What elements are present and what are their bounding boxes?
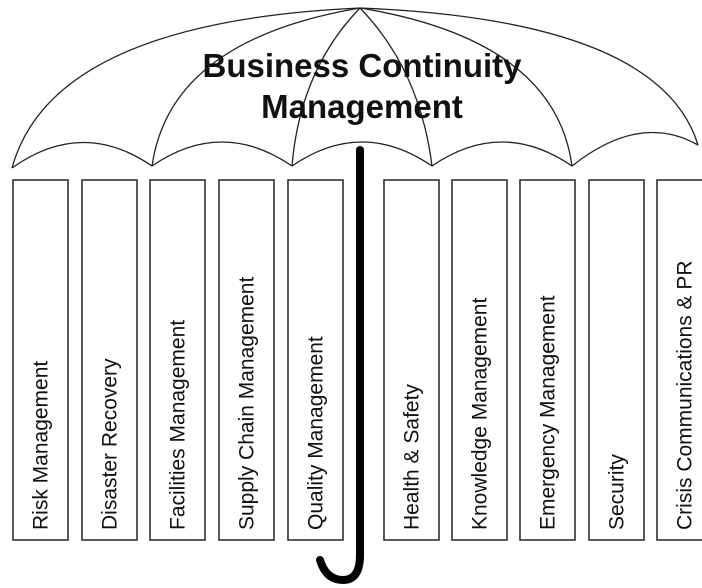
umbrella-handle-icon bbox=[316, 146, 364, 585]
pillar-box bbox=[451, 179, 508, 541]
canopy-scallops bbox=[11, 131, 699, 169]
pillar-box bbox=[12, 179, 69, 541]
pillar-box bbox=[519, 179, 576, 541]
pillars-group: Risk Management Disaster Recovery Faciliti… bbox=[12, 179, 702, 541]
umbrella-canopy-icon bbox=[11, 7, 699, 169]
canopy-rib bbox=[359, 7, 433, 167]
diagram-title-line1: Business Continuity bbox=[202, 47, 522, 84]
canopy-rib bbox=[151, 7, 361, 167]
pillar-label: Quality Management bbox=[305, 336, 328, 530]
diagram-title-line2: Management bbox=[261, 88, 463, 125]
pillar-box bbox=[218, 179, 275, 541]
pillar-label: Supply Chain Management bbox=[236, 277, 259, 530]
pillar-label: Emergency Management bbox=[537, 295, 560, 530]
pillar-label: Knowledge Management bbox=[469, 298, 492, 530]
pillar-label: Health & Safety bbox=[401, 384, 424, 530]
pillar-box bbox=[656, 179, 702, 541]
pillar-box bbox=[383, 179, 440, 541]
pillar-label: Facilities Management bbox=[167, 320, 190, 530]
pillar-box bbox=[588, 179, 645, 541]
canopy-rib bbox=[291, 7, 361, 167]
pillar-label: Crisis Communications & PR bbox=[674, 260, 697, 530]
canopy-rib bbox=[359, 7, 573, 167]
pillar-label: Security bbox=[606, 454, 629, 530]
pillar-box bbox=[81, 179, 138, 541]
pillar-box bbox=[287, 179, 344, 541]
pillar-label: Disaster Recovery bbox=[99, 358, 122, 530]
pillar-box bbox=[149, 179, 206, 541]
pillar-label: Risk Management bbox=[30, 361, 53, 530]
